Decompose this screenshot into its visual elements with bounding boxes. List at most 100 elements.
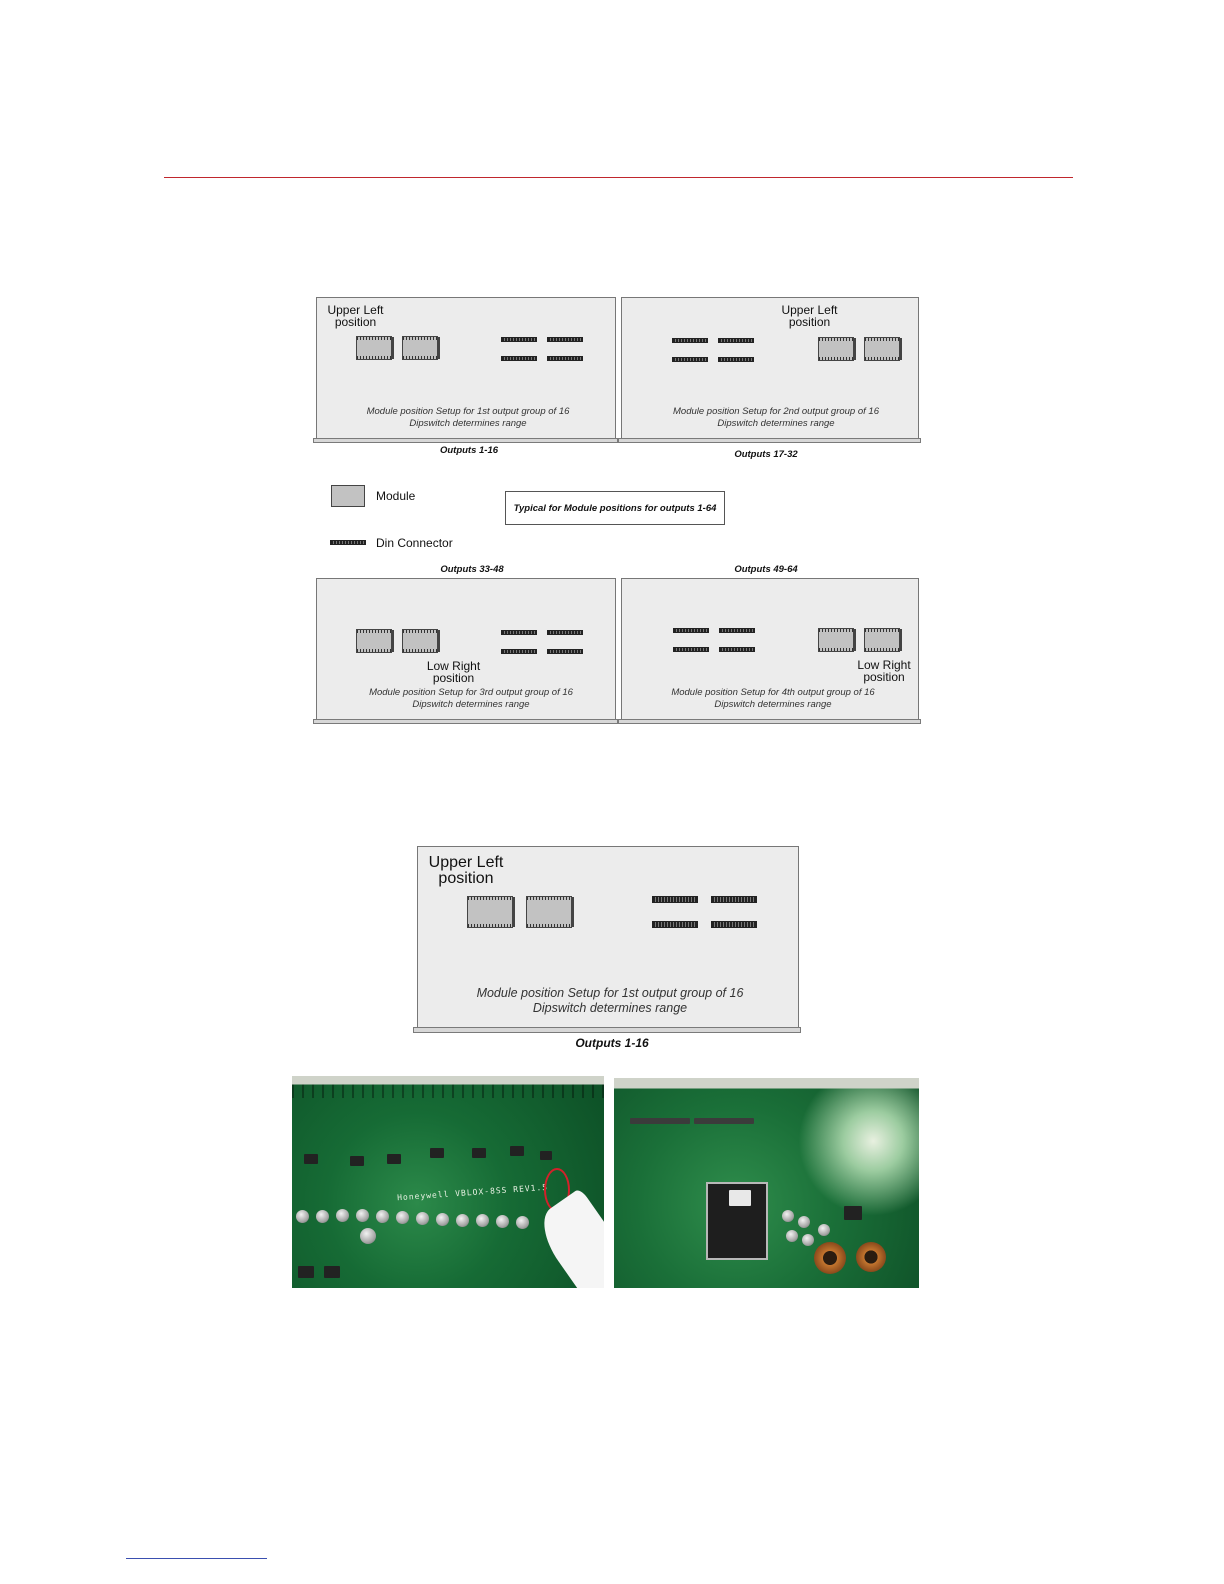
ic-chip [304, 1154, 318, 1164]
module [402, 336, 440, 360]
position-label: Upper Left position [318, 304, 393, 328]
panel-shelf [618, 719, 921, 724]
din-connector [501, 649, 537, 654]
din-connector [718, 338, 754, 343]
ic-chip [844, 1206, 862, 1220]
capacitor [336, 1209, 349, 1222]
caption-line: Dipswitch determines range [412, 699, 530, 710]
position-label: Low Right position [844, 659, 924, 683]
panel-caption: Module position Setup for 4th output gro… [625, 687, 921, 711]
photo-main-board [614, 1078, 919, 1288]
module [356, 629, 394, 653]
detail-outputs-caption: Outputs 1-16 [575, 1036, 649, 1050]
detail-position-label: Upper Left position [424, 855, 508, 887]
module [818, 628, 856, 652]
caption-line: Module position Setup for 4th output gro… [671, 687, 875, 698]
ic-chip [729, 1190, 751, 1206]
capacitor [360, 1228, 376, 1244]
capacitor [476, 1214, 489, 1227]
capacitor [798, 1216, 810, 1228]
board-silkscreen-text: Honeywell VBLOX-8SS REV1.5 [396, 1182, 549, 1203]
capacitor [516, 1216, 529, 1229]
module [402, 629, 440, 653]
module [467, 896, 515, 928]
panel-outputs-17-32 [621, 297, 919, 439]
outputs-caption: Outputs 49-64 [734, 564, 798, 575]
din-connector [547, 649, 583, 654]
caption-line: Module position Setup for 2nd output gro… [673, 406, 879, 417]
toroid-inductor [814, 1242, 846, 1274]
panel-caption: Module position Setup for 3rd output gro… [323, 687, 619, 711]
din-connector [673, 647, 709, 652]
ic-chip [694, 1118, 754, 1124]
panel-shelf [313, 719, 618, 724]
capacitor [456, 1214, 469, 1227]
din-connector [652, 896, 698, 903]
panel-shelf [313, 438, 618, 443]
din-connector [501, 337, 537, 342]
typical-note: Typical for Module positions for outputs… [505, 491, 725, 525]
footer-rule [126, 1558, 267, 1559]
position-label-line: Upper Left position [781, 303, 838, 329]
din-connector [501, 630, 537, 635]
ic-chip [630, 1118, 690, 1124]
position-label: Upper Left position [772, 304, 847, 328]
detail-caption-line1: Module position Setup for 1st output gro… [476, 986, 744, 1000]
legend-din-swatch [330, 540, 366, 545]
capacitor [356, 1209, 369, 1222]
panel-outputs-1-16 [316, 297, 616, 439]
capacitor [376, 1210, 389, 1223]
capacitor [316, 1210, 329, 1223]
ic-chip [510, 1146, 524, 1156]
outputs-caption: Outputs 1-16 [439, 445, 499, 456]
legend-module-label: Module [376, 489, 416, 503]
module [864, 628, 902, 652]
din-connector [719, 628, 755, 633]
outputs-caption: Outputs 33-48 [440, 564, 504, 575]
caption-line: Dipswitch determines range [717, 418, 835, 429]
panel-shelf [618, 438, 921, 443]
panel-caption: Module position Setup for 1st output gro… [320, 406, 616, 430]
detail-panel-shelf [413, 1027, 801, 1033]
module [356, 336, 394, 360]
din-connector [672, 357, 708, 362]
capacitor [802, 1234, 814, 1246]
ic-chip [472, 1148, 486, 1158]
capacitor [296, 1210, 309, 1223]
legend-din-label: Din Connector [376, 536, 453, 550]
position-label-line: Low Right position [426, 659, 481, 685]
module [864, 337, 902, 361]
module [818, 337, 856, 361]
din-connector [719, 647, 755, 652]
capacitor [782, 1210, 794, 1222]
din-connector [711, 921, 757, 928]
din-connector [673, 628, 709, 633]
ic-chip [350, 1156, 364, 1166]
detail-position-label-line2: position [438, 870, 494, 887]
caption-line: Dipswitch determines range [409, 418, 527, 429]
legend-module-swatch [331, 485, 365, 507]
capacitor [786, 1230, 798, 1242]
photo-module-closeup: Honeywell VBLOX-8SS REV1.5 [292, 1076, 604, 1288]
detail-caption: Module position Setup for 1st output gro… [420, 986, 800, 1016]
din-connector [547, 337, 583, 342]
detail-panel [417, 846, 799, 1028]
detail-position-label-line1: Upper Left [428, 854, 504, 871]
capacitor [416, 1212, 429, 1225]
din-connector [501, 356, 537, 361]
din-connector [547, 356, 583, 361]
module [526, 896, 574, 928]
outputs-caption: Outputs 17-32 [734, 449, 798, 460]
caption-line: Dipswitch determines range [714, 699, 832, 710]
header-rule [164, 177, 1073, 178]
detail-caption-line2: Dipswitch determines range [532, 1001, 688, 1015]
ic-chip [387, 1154, 401, 1164]
panel-caption: Module position Setup for 2nd output gro… [628, 406, 924, 430]
position-label-line: Upper Left position [327, 303, 384, 329]
ic-chip [298, 1266, 314, 1278]
finger-pointer [531, 1187, 604, 1288]
capacitor [436, 1213, 449, 1226]
din-connector [672, 338, 708, 343]
ic-chip [430, 1148, 444, 1158]
ic-chip [324, 1266, 340, 1278]
